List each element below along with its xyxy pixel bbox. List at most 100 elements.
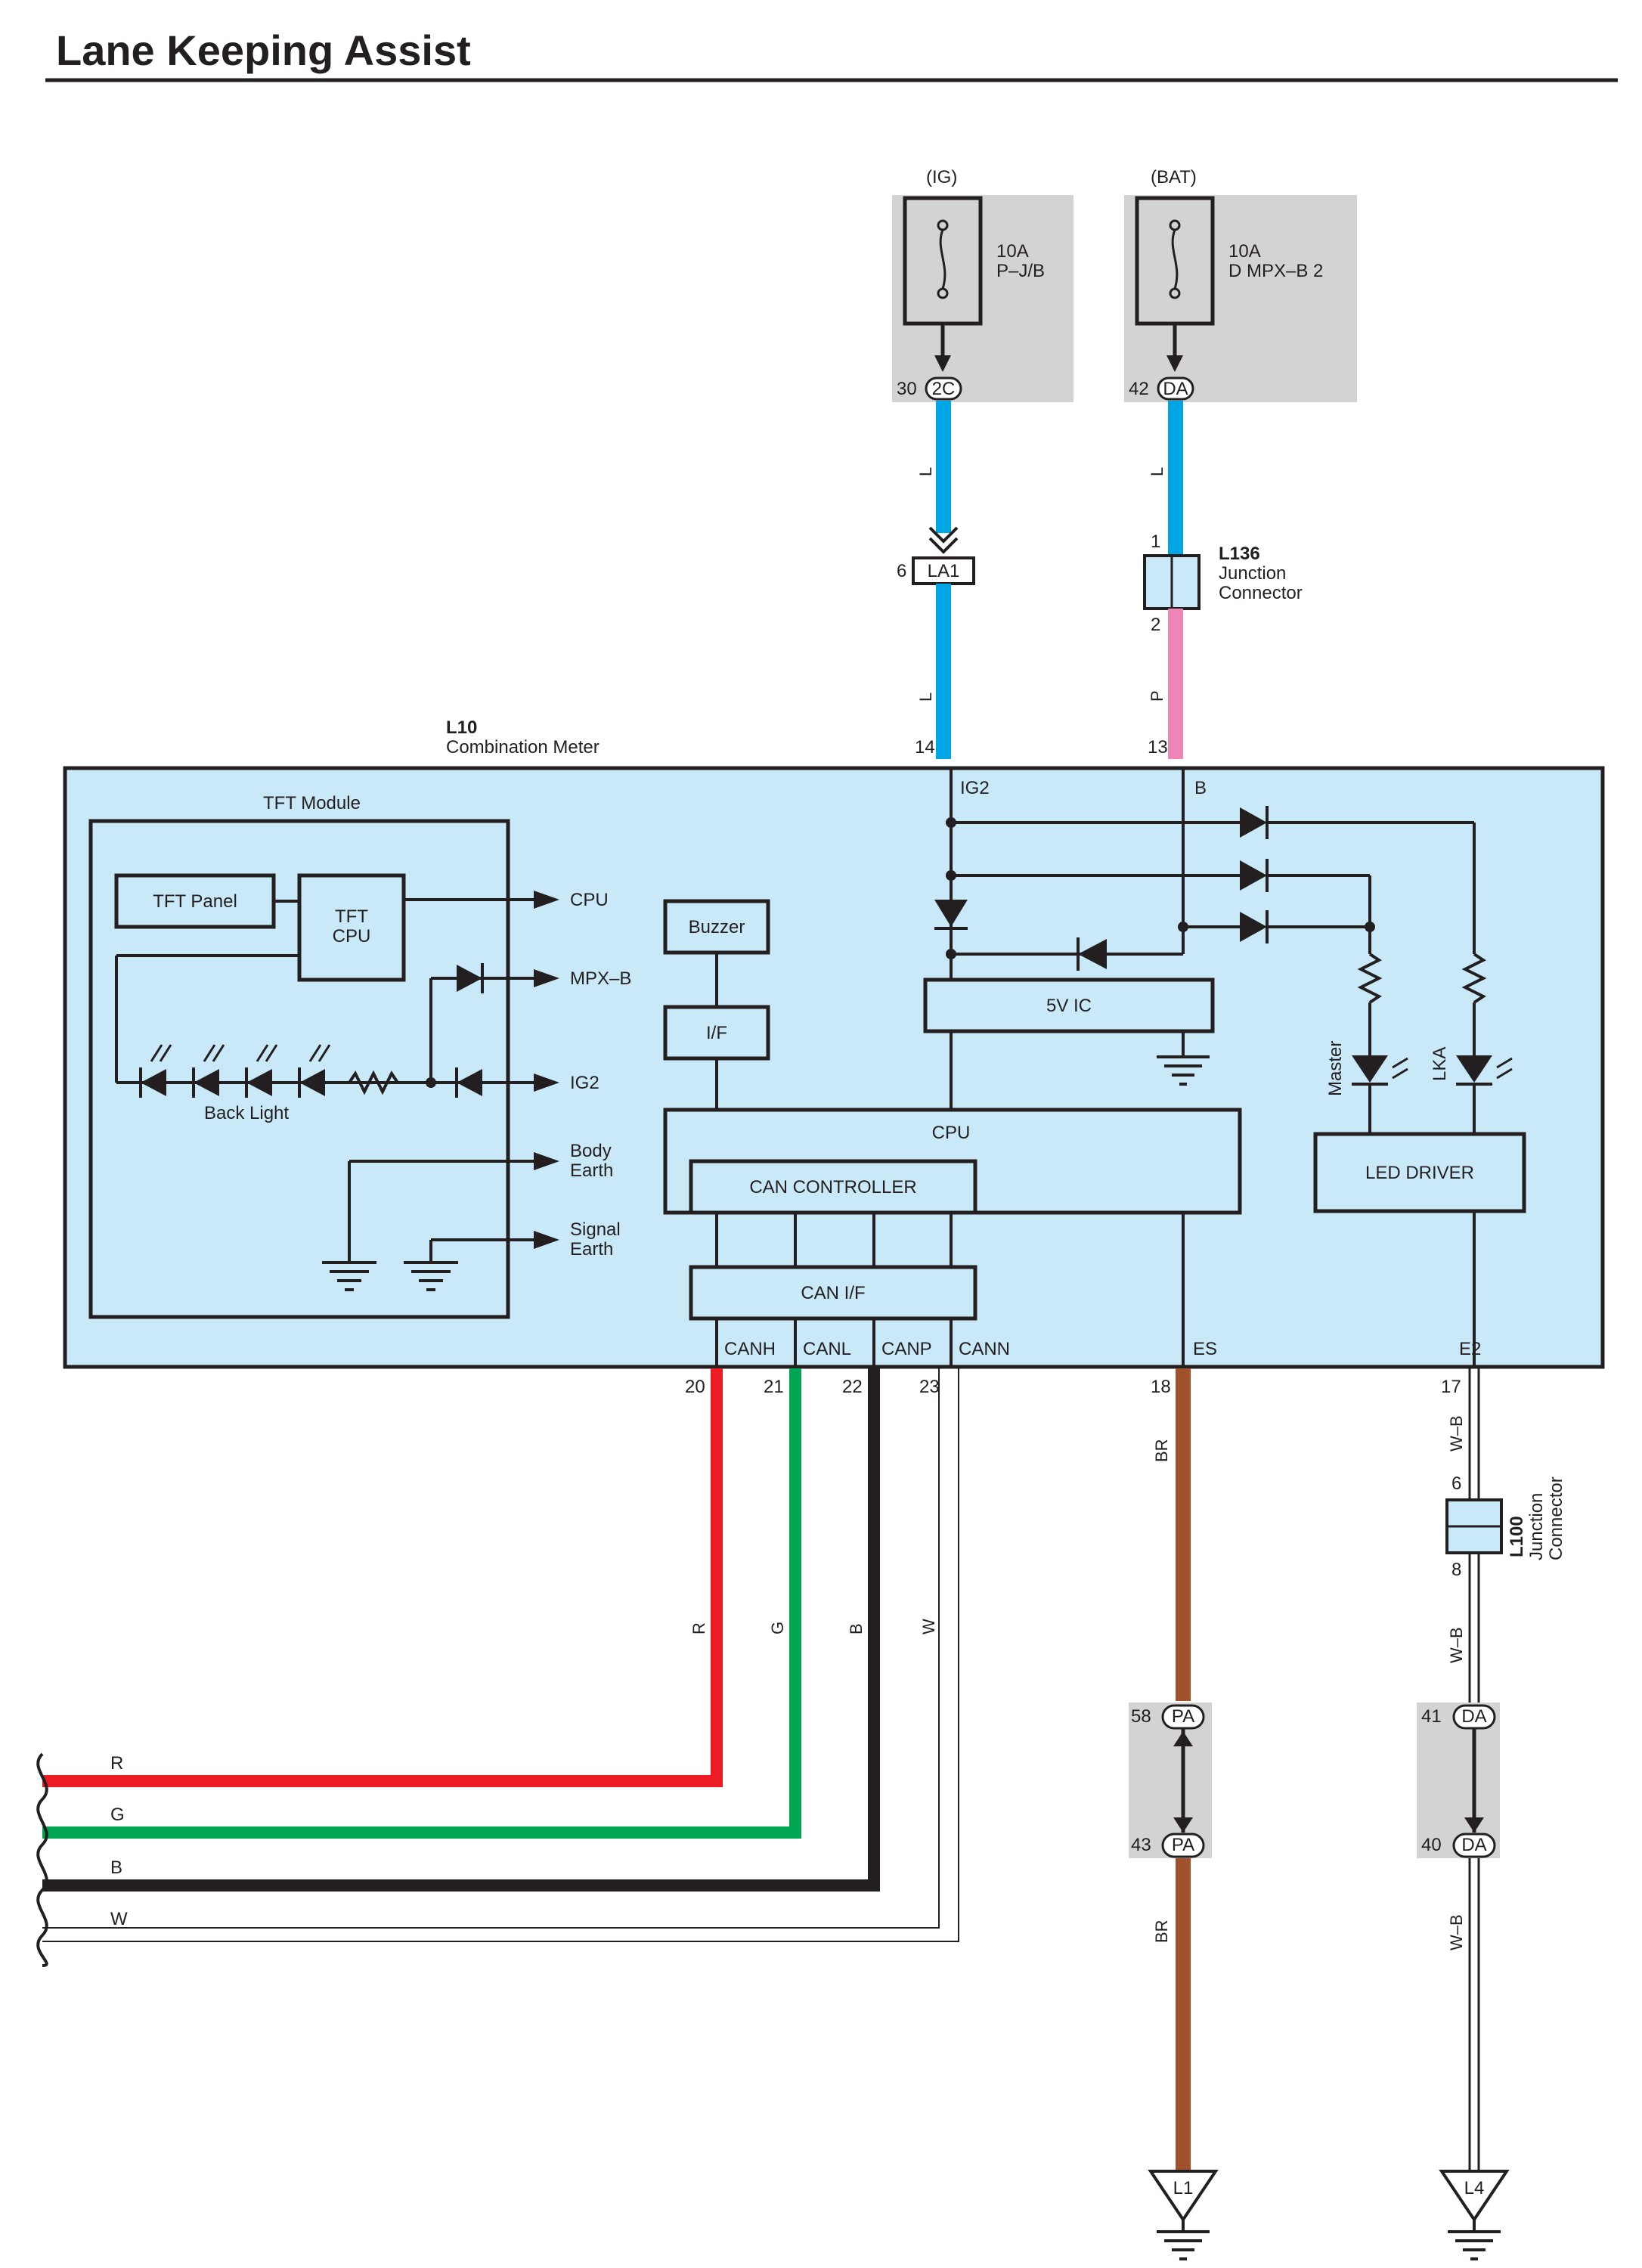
- connector-pa-bottom-label: PA: [1172, 1835, 1194, 1855]
- wire-label-es-upper: BR: [1152, 1439, 1171, 1462]
- buzzer-label: Buzzer: [689, 917, 745, 937]
- connector-l100-pin-bottom: 8: [1451, 1560, 1461, 1580]
- back-light-label: Back Light: [204, 1103, 289, 1123]
- ground-l1-label: L1: [1173, 2178, 1194, 2198]
- lka-led-rays: [1496, 1057, 1513, 1080]
- wire-label-es-lower: BR: [1152, 1919, 1171, 1943]
- fuse-ig-name: P–J/B: [996, 261, 1045, 281]
- fuse-ig-pin: 30: [897, 379, 917, 399]
- ground-l1-icon: [1157, 2230, 1210, 2260]
- ground-l1: [1148, 2170, 1219, 2223]
- indicator-diode-1: [1240, 807, 1267, 838]
- ground-l4-icon: [1448, 2230, 1501, 2260]
- tft-output-cpu: CPU: [570, 890, 609, 910]
- connector-da-top-label: DA: [1461, 1706, 1486, 1727]
- lka-led: [1456, 1055, 1492, 1083]
- back-light-resistor: [348, 1070, 399, 1095]
- tft-output-mpxb: MPX–B: [570, 968, 631, 989]
- tft-cpu-label-2: CPU: [333, 926, 371, 947]
- pin-17: 17: [1441, 1377, 1461, 1397]
- fuse-ig-arrow: [934, 355, 951, 372]
- terminal-cann: CANN: [959, 1339, 1010, 1359]
- fuse-ig-shade: [892, 195, 1073, 402]
- connector-l136-line2: Connector: [1219, 583, 1303, 603]
- body-earth-ground-icon: [322, 1261, 376, 1291]
- terminal-b: B: [1194, 778, 1207, 798]
- connector-pa-top-label: PA: [1172, 1706, 1194, 1727]
- pin-21: 21: [764, 1377, 784, 1397]
- can-controller: [689, 1159, 977, 1215]
- connector-l100-pin-top: 6: [1451, 1473, 1461, 1494]
- body-earth-label-1: Body: [570, 1141, 612, 1161]
- wire-es-upper: [1176, 1368, 1191, 1701]
- wire-bat-lower: [1168, 609, 1183, 759]
- signal-earth-label-2: Earth: [570, 1239, 613, 1259]
- meter-name: Combination Meter: [446, 737, 599, 758]
- connector-la1-pin: 6: [897, 561, 906, 581]
- fuse-bat-pin: 42: [1129, 379, 1149, 399]
- connector-la1-label: LA1: [928, 561, 960, 581]
- connector-pa-pin-bottom: 43: [1131, 1835, 1151, 1855]
- body-earth-label-2: Earth: [570, 1160, 613, 1181]
- ic-5v-ground-icon: [1157, 1055, 1210, 1086]
- ground-l4-label: L4: [1464, 2178, 1485, 2198]
- terminal-canl: CANL: [803, 1339, 851, 1359]
- wire-ig-lower: [936, 584, 951, 759]
- can-if-label: CAN I/F: [801, 1283, 865, 1303]
- wire-label-canl: G: [768, 1622, 787, 1634]
- b-diode: [1078, 939, 1107, 969]
- page-title: Lane Keeping Assist: [56, 26, 471, 74]
- fuse-ig: (IG) 10A P–J/B 30 2C: [897, 167, 1045, 401]
- tft-module-title: TFT Module: [263, 793, 361, 813]
- lka-led-label: LKA: [1430, 1047, 1450, 1081]
- back-light-led-1: [141, 1069, 166, 1096]
- connector-l136-id: L136: [1219, 544, 1260, 564]
- fuse-ig-source: (IG): [926, 167, 957, 187]
- bus-label-g: G: [110, 1805, 125, 1825]
- tft-ig2-diode: [457, 1069, 482, 1096]
- wire-es-lower: [1176, 1858, 1191, 2171]
- wire-canl: [42, 1368, 801, 1839]
- ic-5v: [923, 978, 1215, 1033]
- led-driver-label: LED DRIVER: [1365, 1163, 1474, 1183]
- fuse-bat-connector-label: DA: [1163, 379, 1188, 399]
- signal-earth-label-1: Signal: [570, 1219, 621, 1240]
- tft-cpu: [297, 873, 406, 982]
- connector-da-bottom: [1452, 1833, 1496, 1858]
- connector-pa-bottom: [1161, 1833, 1205, 1858]
- tft-output-cpu-arrow: [534, 891, 559, 909]
- bus-label-w: W: [110, 1909, 128, 1929]
- tft-module-box: [88, 819, 510, 1319]
- back-light-leds: [139, 1044, 331, 1098]
- wire-canh: [42, 1368, 723, 1787]
- wire-break-symbol: [36, 1752, 48, 1967]
- can-if: [689, 1265, 977, 1321]
- wire-label-bat-upper: L: [1148, 467, 1166, 476]
- connector-la1: [912, 556, 975, 585]
- fuse-ig-connector: [925, 376, 962, 401]
- wire-bat-upper: [1168, 401, 1183, 556]
- meter-pin-ig2: 14: [915, 737, 935, 758]
- fuse-bat-arrow: [1166, 355, 1183, 372]
- wire-label-cann: W: [919, 1619, 938, 1634]
- wire-label-ig-upper: L: [916, 467, 935, 476]
- connector-da-bottom-label: DA: [1461, 1835, 1486, 1855]
- fuse-bat-rating: 10A: [1228, 241, 1261, 262]
- indicator-diode-2: [1240, 860, 1267, 891]
- master-led-label: Master: [1325, 1041, 1346, 1096]
- connector-l100-line1: Junction: [1526, 1493, 1547, 1560]
- fuse-bat-element: [1171, 229, 1179, 290]
- tft-output-mpxb-arrow: [534, 969, 559, 987]
- connector-la1-chevron: [928, 526, 959, 554]
- terminal-es: ES: [1193, 1339, 1217, 1359]
- terminal-canp: CANP: [881, 1339, 932, 1359]
- wire-e2: [1468, 1368, 1480, 2171]
- pin-23: 23: [919, 1377, 940, 1397]
- fuse-bat-source: (BAT): [1151, 167, 1197, 187]
- connector-da-pin-bottom: 40: [1421, 1835, 1442, 1855]
- fuse-ig-rating: 10A: [996, 241, 1029, 262]
- fuse-bat-shade: [1124, 195, 1357, 402]
- terminal-e2: E2: [1459, 1339, 1481, 1359]
- master-led: [1352, 1055, 1388, 1083]
